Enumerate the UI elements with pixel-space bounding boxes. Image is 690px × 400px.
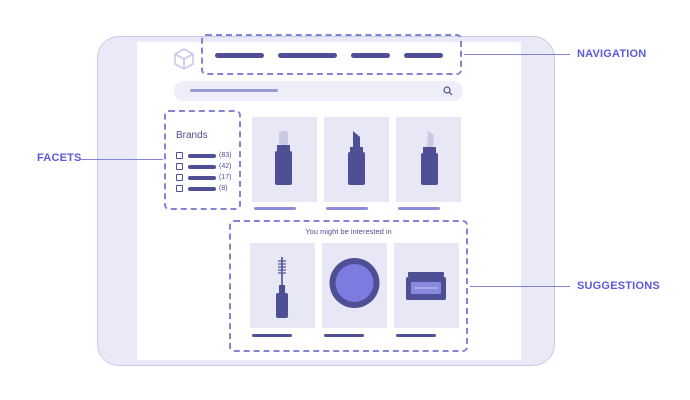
cube-icon — [174, 48, 194, 70]
suggestion-title-line — [324, 334, 364, 337]
facet-list: (83) (42) (17) (8) — [176, 150, 231, 194]
suggestion-card[interactable] — [250, 243, 315, 328]
facet-label-bar — [188, 164, 216, 169]
suggestions-heading: You might be interested in — [305, 227, 392, 236]
facet-label-bar — [188, 186, 216, 191]
search-input[interactable] — [174, 81, 463, 101]
product-card[interactable] — [252, 117, 317, 202]
cream-jar-icon — [406, 272, 446, 300]
nav-item[interactable] — [215, 53, 264, 58]
suggestion-title-line — [396, 334, 436, 337]
lipstick-icon — [348, 131, 365, 185]
suggestions-label: SUGGESTIONS — [577, 280, 660, 292]
search-icon[interactable] — [443, 86, 453, 96]
product-title-line — [326, 207, 368, 210]
suggestions-zone — [229, 220, 468, 352]
facet-count: (17) — [219, 174, 232, 181]
navigation-callout-line — [464, 54, 570, 55]
product-title-line — [398, 207, 440, 210]
product-title-line — [254, 207, 296, 210]
facet-checkbox[interactable] — [176, 174, 183, 181]
compact-powder-icon — [329, 258, 380, 308]
facet-item[interactable]: (17) — [176, 172, 231, 183]
facet-count: (83) — [219, 152, 232, 159]
lipstick-icon — [275, 131, 292, 185]
product-card[interactable] — [396, 117, 461, 202]
facet-item[interactable]: (83) — [176, 150, 231, 161]
facet-label-bar — [188, 175, 216, 180]
facet-checkbox[interactable] — [176, 185, 183, 192]
nav-item[interactable] — [351, 53, 390, 58]
facets-title: Brands — [176, 130, 208, 141]
facet-item[interactable]: (8) — [176, 183, 231, 194]
navigation-zone — [201, 34, 462, 75]
nav-item[interactable] — [278, 53, 337, 58]
facets-callout-line — [81, 159, 163, 160]
search-placeholder-line — [190, 89, 278, 92]
lipstick-icon — [421, 131, 438, 185]
suggestion-card[interactable] — [394, 243, 459, 328]
facet-count: (8) — [219, 185, 228, 192]
product-card[interactable] — [324, 117, 389, 202]
facet-item[interactable]: (42) — [176, 161, 231, 172]
facet-checkbox[interactable] — [176, 163, 183, 170]
facet-checkbox[interactable] — [176, 152, 183, 159]
suggestion-title-line — [252, 334, 292, 337]
facet-label-bar — [188, 153, 216, 158]
nav-item[interactable] — [404, 53, 443, 58]
mascara-icon — [276, 257, 288, 318]
navigation-label: NAVIGATION — [577, 48, 647, 60]
facets-label: FACETS — [37, 152, 82, 164]
suggestion-card[interactable] — [322, 243, 387, 328]
suggestions-callout-line — [470, 286, 570, 287]
facet-count: (42) — [219, 163, 232, 170]
facets-zone — [164, 110, 241, 210]
